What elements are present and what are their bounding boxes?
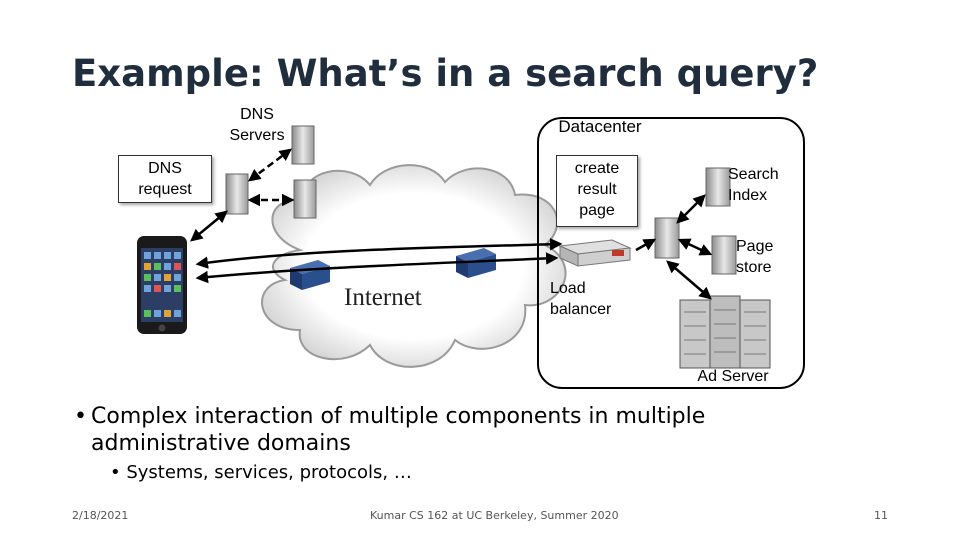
ad-server-icon (679, 295, 771, 369)
footer-page-number: 11 (874, 509, 888, 522)
bullet-level2: • Systems, services, protocols, … (110, 462, 412, 483)
create-result-page-label: create result page (574, 160, 620, 219)
dns-request-callout (118, 155, 212, 203)
load-balancer-label: Load balancer (550, 280, 612, 318)
bullet-level1-text: Complex interaction of multiple componen… (91, 404, 706, 456)
bullet-level1: • Complex interaction of multiple compon… (74, 403, 774, 457)
ad-server-label: Ad Server (697, 368, 769, 385)
slide-title: Example: What’s in a search query? (72, 52, 819, 95)
dns-request-label: DNS request (138, 160, 192, 198)
dns-servers-label: DNS Servers (229, 106, 285, 144)
internet-label: Internet (344, 284, 422, 311)
datacenter-label: Datacenter (558, 117, 642, 136)
create-result-page-callout (556, 155, 638, 227)
dns-server-icon (225, 125, 317, 219)
bullet-dot: • (110, 462, 127, 483)
datacenter-server-icon (654, 167, 737, 275)
search-index-label: Search Index (728, 166, 779, 204)
page-store-label: Page store (736, 238, 774, 276)
footer-course: Kumar CS 162 at UC Berkeley, Summer 2020 (370, 509, 619, 522)
bullet-level2-text: Systems, services, protocols, … (126, 462, 412, 483)
footer-date: 2/18/2021 (72, 509, 129, 522)
bullet-dot: • (74, 404, 87, 429)
load-balancer-icon (558, 239, 632, 267)
phone-icon (137, 236, 187, 334)
